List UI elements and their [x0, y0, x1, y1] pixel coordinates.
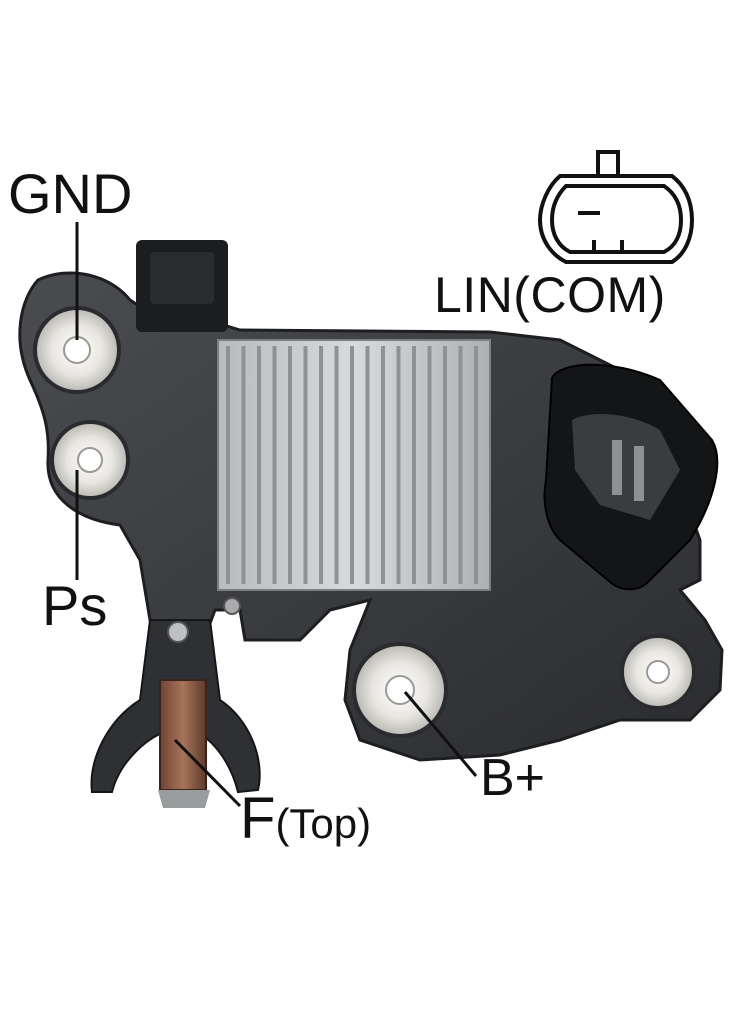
ps-label: Ps [42, 574, 108, 637]
b-plus-callout-line [403, 691, 478, 777]
heatsink-fin [319, 346, 323, 584]
f-callout-line [173, 738, 242, 808]
b-plus-label: B+ [480, 749, 546, 807]
heatsink-fin [443, 346, 447, 584]
heatsink-fin [288, 346, 292, 584]
heatsink-fin [412, 346, 416, 584]
screw [167, 621, 189, 643]
lin-com-label: LIN(COM) [434, 267, 666, 323]
gnd-label: GND [8, 162, 133, 225]
top-label: (Top) [275, 800, 372, 847]
heatsink-fin [334, 346, 339, 584]
heatsink-fin [381, 346, 385, 584]
heatsink-fin [474, 346, 478, 584]
heatsink-fin [458, 346, 463, 584]
ps-terminal [50, 420, 130, 500]
screw [223, 597, 241, 615]
heatsink-fin [257, 346, 261, 584]
heatsink-fin [396, 346, 401, 584]
heatsink-fin [303, 346, 308, 584]
mount-hole-right [620, 634, 696, 710]
heatsink-fin [226, 346, 230, 584]
heatsink-fin [365, 346, 370, 584]
heatsink-fin [272, 346, 277, 584]
connector-outline-icon [537, 150, 695, 264]
heatsink-fins [226, 346, 478, 584]
callout-lines [75, 222, 478, 808]
heatsink-fin [350, 346, 354, 584]
heatsink-fin [241, 346, 246, 584]
carbon-brush [159, 679, 207, 791]
f-top-label: F(Top) [240, 790, 371, 848]
heatsink-fin [427, 346, 432, 584]
f-label: F [240, 786, 276, 851]
